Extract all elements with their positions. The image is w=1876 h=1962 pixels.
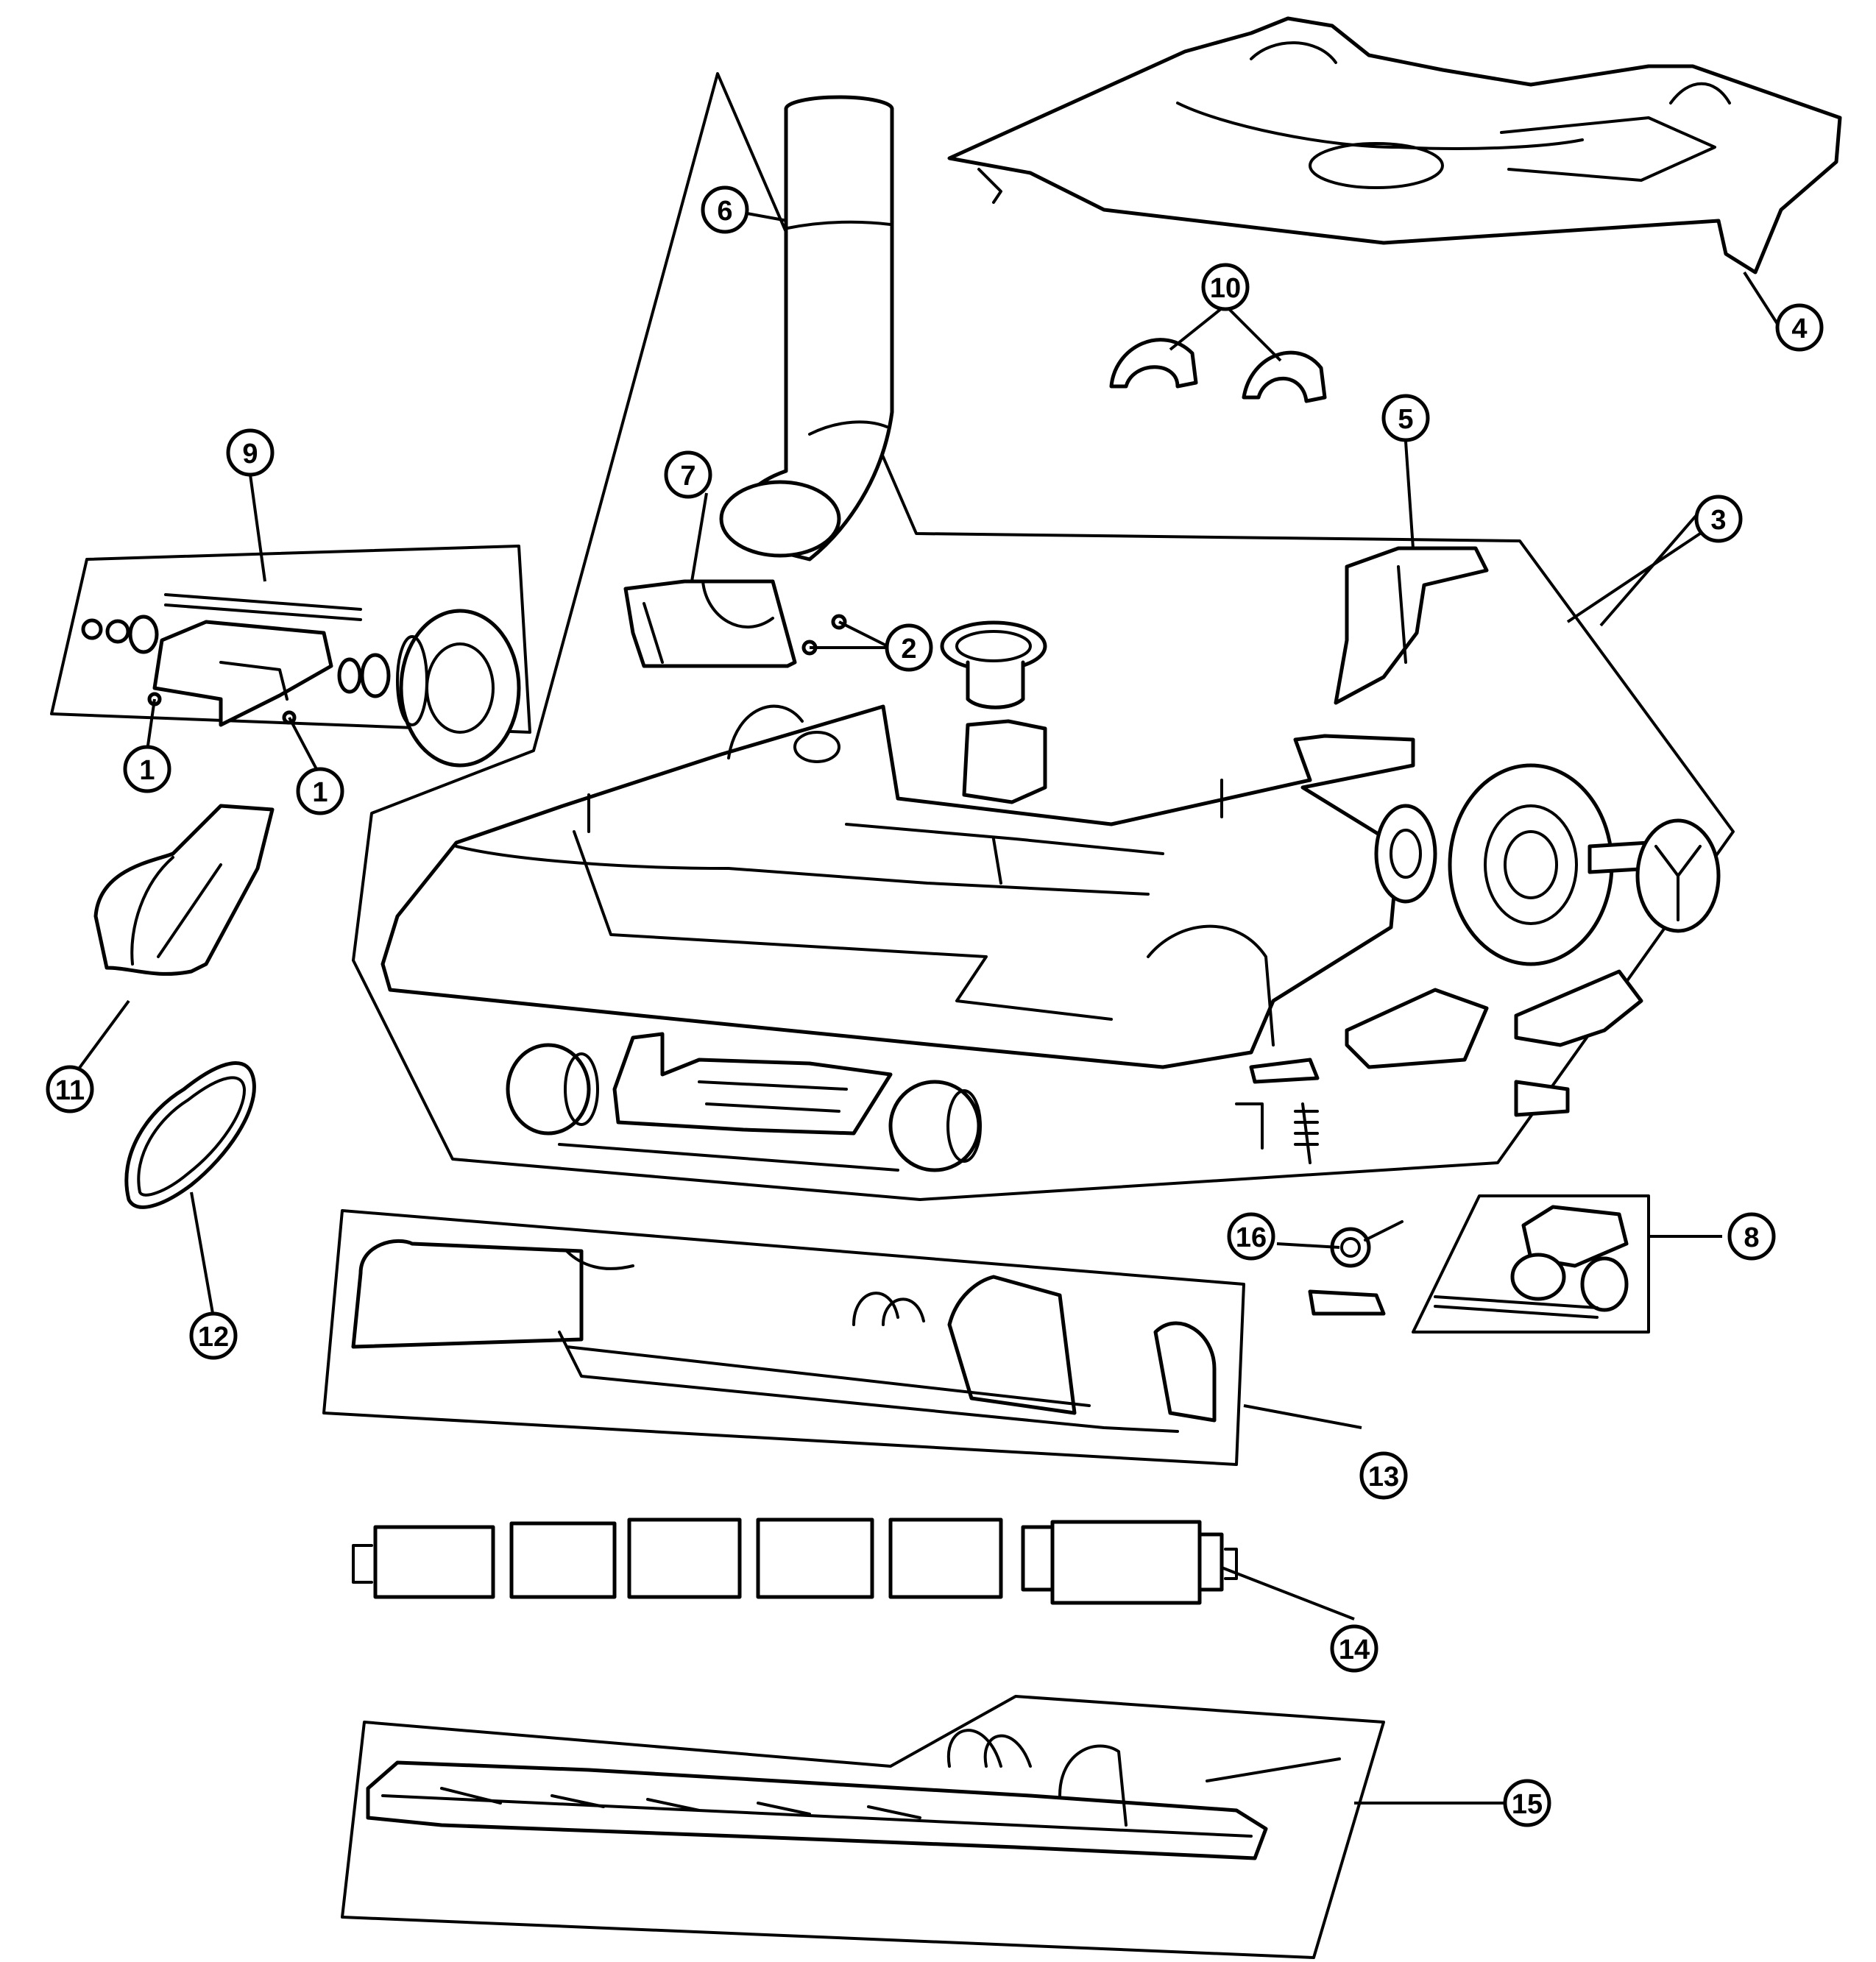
- callout-12: 12: [189, 1311, 238, 1360]
- front-roller-left-part: [506, 1043, 599, 1136]
- callout-5: 5: [1381, 394, 1430, 442]
- latch-cover-part: [1345, 988, 1489, 1069]
- rear-wheel-part: [1448, 763, 1614, 966]
- callout-9: 9: [226, 428, 275, 477]
- hose-elbow-part: [719, 95, 894, 562]
- callout-14-label: 14: [1339, 1635, 1370, 1665]
- callout-2-label: 2: [901, 634, 916, 665]
- callout-13: 13: [1359, 1451, 1408, 1500]
- leader-lines: [76, 212, 1779, 1805]
- latch-clip-part: [1514, 969, 1643, 1117]
- callout-7: 7: [664, 450, 712, 499]
- duct-bracket-part: [623, 579, 797, 668]
- brush-roll-part: [352, 1517, 1238, 1605]
- callout-2: 2: [885, 623, 933, 672]
- callout-15-label: 15: [1512, 1789, 1543, 1820]
- callout-14: 14: [1330, 1624, 1378, 1673]
- bottom-plate-part: [366, 1729, 1341, 1860]
- hose-bracket-part: [351, 1239, 1217, 1433]
- base-housing-part: [380, 704, 1415, 1069]
- callout-11-label: 11: [55, 1075, 85, 1106]
- brush-guide-part: [558, 1032, 899, 1172]
- drive-belt-part: [124, 1061, 256, 1209]
- callout-4-label: 4: [1791, 314, 1807, 344]
- callout-6: 6: [701, 185, 749, 234]
- callout-10-label: 10: [1210, 273, 1241, 304]
- belt-cover-part: [93, 804, 275, 976]
- callout-16: 16: [1227, 1212, 1275, 1261]
- callout-8: 8: [1727, 1212, 1776, 1261]
- motor-housing-part: [81, 593, 521, 768]
- pedal-latch-part: [1434, 1205, 1629, 1319]
- motor-housing-group-outline: [50, 545, 531, 734]
- callout-9-label: 9: [242, 439, 258, 470]
- base-assembly-group-outline: [352, 72, 1735, 1201]
- callout-1b: 1: [296, 767, 344, 815]
- callout-7-label: 7: [680, 461, 695, 492]
- callout-13-label: 13: [1368, 1462, 1399, 1492]
- callout-15: 15: [1503, 1779, 1551, 1827]
- callout-16-label: 16: [1236, 1222, 1267, 1253]
- callout-12-label: 12: [198, 1322, 229, 1353]
- bottom-plate-group-outline: [341, 1695, 1385, 1959]
- pedal-part: [1334, 546, 1489, 705]
- axle-cap-part: [1587, 818, 1721, 933]
- spring-pin-part: [1235, 1058, 1320, 1164]
- fan-gasket-part: [940, 620, 1047, 804]
- callout-11: 11: [46, 1065, 94, 1113]
- spring-pin-rod-part: [1308, 1289, 1386, 1316]
- callout-8-label: 8: [1744, 1222, 1759, 1253]
- hose-bracket-group-outline: [322, 1209, 1245, 1466]
- torsion-spring-part: [1330, 1220, 1404, 1268]
- clip-pair-part: [1109, 338, 1327, 403]
- callout-6-label: 6: [717, 196, 732, 227]
- front-roller-right-part: [888, 1080, 982, 1172]
- callout-1a: 1: [123, 745, 171, 793]
- callout-1a-label: 1: [139, 755, 155, 786]
- hood-cover-part: [947, 16, 1842, 275]
- callout-3: 3: [1694, 495, 1743, 543]
- callout-1b-label: 1: [312, 777, 328, 808]
- callout-4: 4: [1775, 303, 1824, 352]
- pedal-latch-group-outline: [1412, 1194, 1650, 1334]
- callout-5-label: 5: [1398, 404, 1413, 435]
- callout-3-label: 3: [1710, 505, 1726, 536]
- callout-10: 10: [1201, 263, 1250, 311]
- wheel-hub-part: [1374, 804, 1437, 904]
